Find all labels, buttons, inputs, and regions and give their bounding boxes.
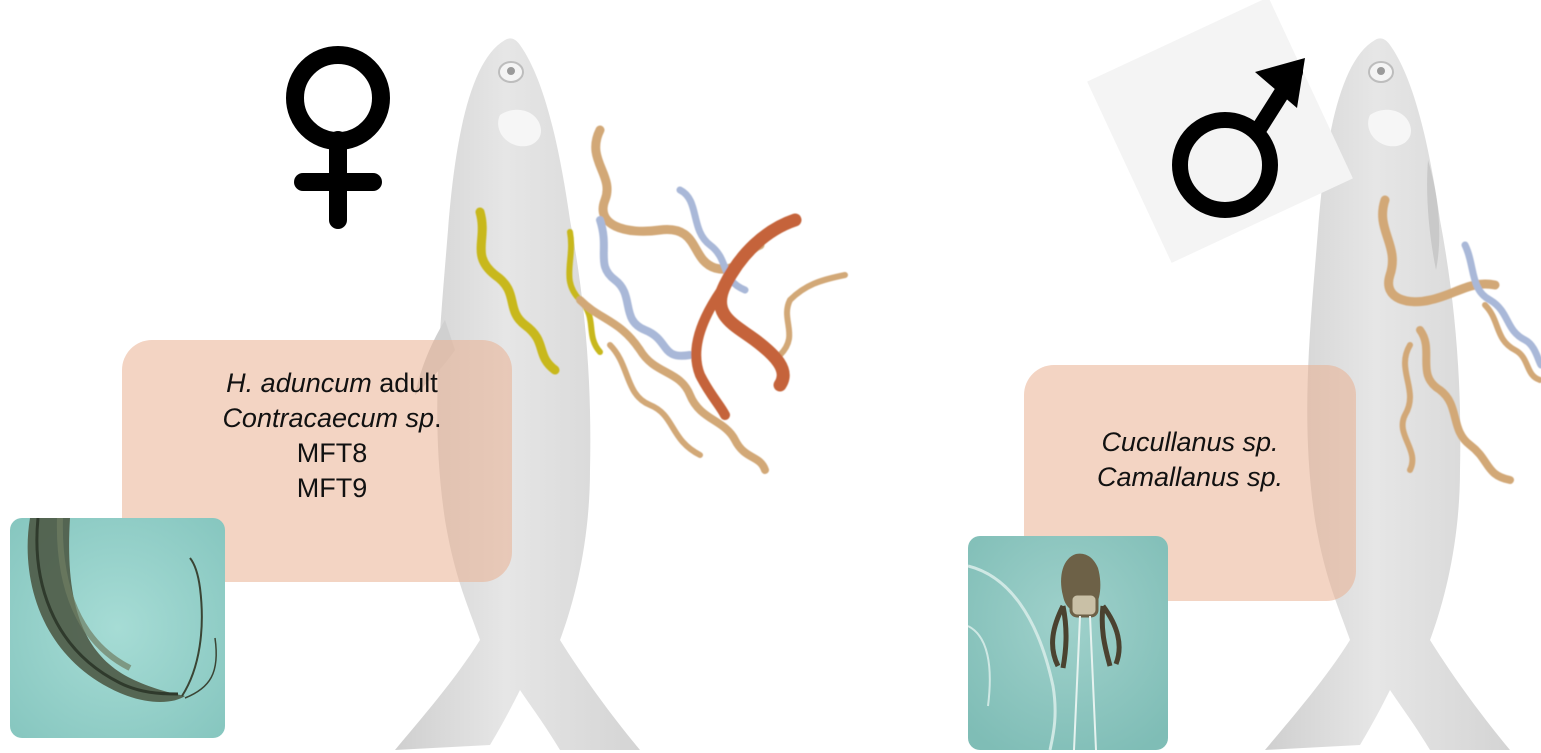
species-line: Camallanus sp. — [1024, 460, 1356, 495]
nematode-tail-micrograph-image — [10, 518, 225, 738]
worm-blue-1 — [600, 220, 690, 356]
species-line: Contracaecum sp. — [152, 401, 512, 436]
nematode-head-micrograph-image — [968, 536, 1168, 750]
female-symbol: ♀ — [268, 40, 408, 230]
worm-blue-3 — [1465, 245, 1541, 365]
female-symbol-icon — [268, 40, 408, 230]
species-line: H. aduncum adult — [152, 366, 512, 401]
male-symbol-icon — [1165, 50, 1315, 225]
worm-tan-1 — [596, 130, 760, 269]
species-line: MFT8 — [152, 436, 512, 471]
female-micrograph — [10, 518, 225, 738]
male-micrograph — [968, 536, 1168, 750]
species-line: MFT9 — [152, 471, 512, 506]
species-line: Cucullanus sp. — [1024, 425, 1356, 460]
male-symbol: ♂ — [1165, 50, 1315, 225]
worm-rust — [720, 220, 795, 385]
